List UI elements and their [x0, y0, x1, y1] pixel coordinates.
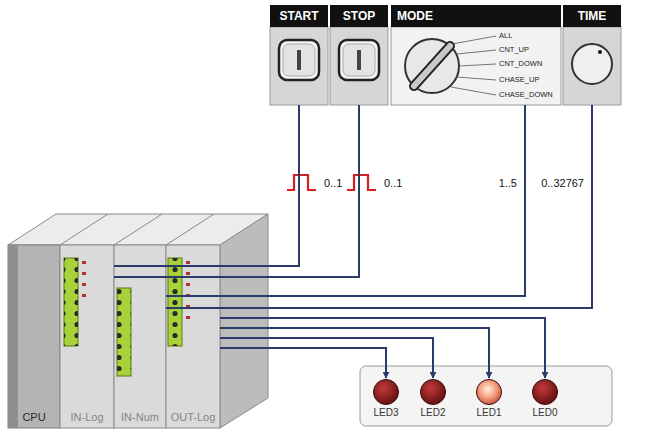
led-label: LED3 — [373, 407, 398, 418]
panel-header: START — [270, 5, 328, 27]
io-module — [114, 245, 166, 428]
panel-body — [563, 27, 621, 105]
module-label: IN-Log — [70, 411, 103, 423]
plc-module: IN-Log — [60, 245, 114, 428]
signal-range: 0..1 — [322, 177, 344, 190]
module-edge — [166, 214, 214, 245]
control-panel: TIME — [563, 5, 621, 105]
terminal-screws — [168, 258, 182, 346]
led-circle — [477, 380, 502, 405]
signal-wire — [166, 105, 525, 296]
control-panel: MODE ALL CNT_UP CNT_DOWN CHASE_UP CHASE_DOWN — [391, 5, 561, 105]
terminal-strip — [168, 258, 182, 346]
plc-module: OUT-Log — [166, 245, 220, 428]
led-lamp — [372, 378, 400, 406]
cpu-module — [8, 245, 60, 428]
led-label: LED1 — [476, 407, 501, 418]
signal-wire — [220, 328, 489, 378]
signal-wire — [114, 105, 359, 277]
module-edge — [60, 214, 108, 245]
time-knob-dot — [598, 50, 602, 54]
selector-position: CHASE_UP — [499, 75, 539, 85]
control-panel: STOP — [330, 5, 388, 105]
signal-range: 0..32767 — [539, 177, 586, 190]
panel-header: TIME — [563, 5, 621, 27]
terminal-screws — [64, 258, 78, 346]
led-lamp — [475, 378, 503, 406]
led-lamp — [419, 378, 447, 406]
led-node: LED2 — [417, 378, 449, 423]
pulse-symbol — [347, 175, 376, 190]
panel-header: MODE — [391, 5, 561, 27]
panel-header: STOP — [330, 5, 388, 27]
led-circle — [374, 380, 399, 405]
signal-range: 1..5 — [497, 177, 519, 190]
selector-position: CHASE_DOWN — [499, 90, 553, 100]
signal-wire — [114, 105, 299, 266]
push-button-bar — [297, 50, 301, 70]
selector-position: ALL — [499, 31, 512, 41]
io-module — [60, 245, 114, 428]
push-button-face — [343, 44, 375, 76]
push-button-bar — [357, 50, 361, 70]
io-module — [166, 245, 220, 428]
push-button — [279, 40, 319, 80]
module-edge — [114, 214, 162, 245]
module-label: IN-Num — [121, 411, 159, 423]
selector-bar — [414, 46, 450, 86]
module-label: CPU — [22, 411, 45, 423]
signal-wire — [220, 338, 433, 378]
push-button-face — [283, 44, 315, 76]
selector-position: CNT_UP — [499, 45, 529, 55]
selector-knob — [405, 39, 459, 93]
push-button — [339, 40, 379, 80]
signal-range: 0..1 — [382, 177, 404, 190]
terminal-screws — [117, 288, 131, 376]
led-label: LED2 — [420, 407, 445, 418]
signal-wire — [166, 105, 592, 308]
led-node: LED0 — [529, 378, 561, 423]
channel-markers — [82, 261, 190, 319]
rack-side — [220, 214, 268, 428]
time-knob — [572, 44, 612, 84]
signal-wire — [220, 318, 545, 378]
selector-leaders — [451, 36, 496, 95]
led-node: LED1 — [473, 378, 505, 423]
plc-module: CPU — [8, 245, 60, 428]
panel-body — [330, 27, 388, 105]
terminal-strip — [117, 288, 131, 376]
led-node: LED3 — [370, 378, 402, 423]
panel-body — [270, 27, 328, 105]
panel-body — [391, 27, 561, 105]
selector-position: CNT_DOWN — [499, 59, 542, 69]
led-label: LED0 — [532, 407, 557, 418]
plc-module: IN-Num — [114, 245, 166, 428]
led-circle — [533, 380, 558, 405]
pulse-symbol — [287, 175, 316, 190]
control-panel: START — [270, 5, 328, 105]
led-circle — [421, 380, 446, 405]
led-panel — [360, 366, 612, 426]
cpu-module-edge — [8, 245, 18, 428]
signal-wire — [220, 348, 386, 378]
selector-bar — [414, 46, 450, 86]
led-lamp — [531, 378, 559, 406]
module-label: OUT-Log — [171, 411, 216, 423]
terminal-strip — [64, 258, 78, 346]
